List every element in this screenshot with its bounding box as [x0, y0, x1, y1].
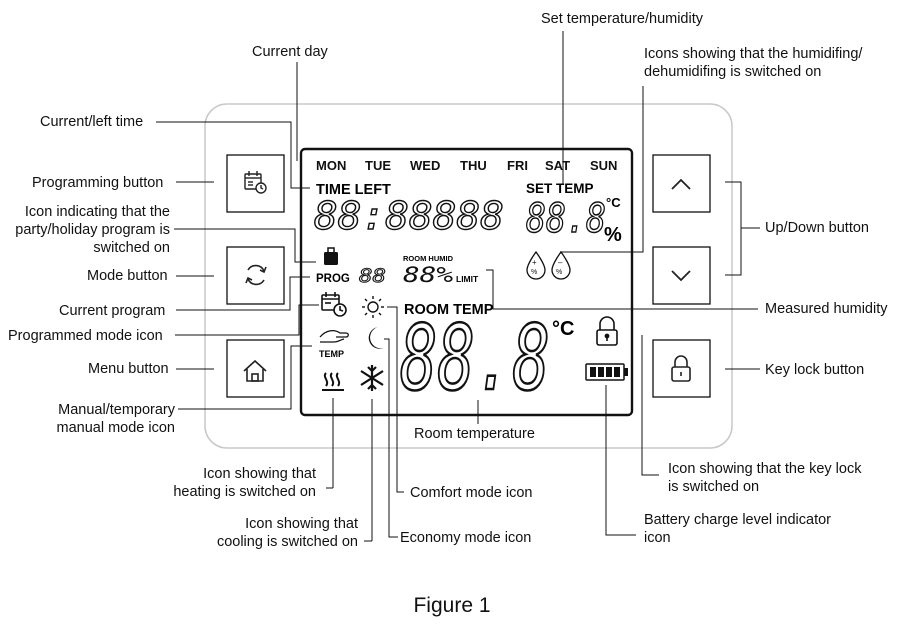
label-programmed-mode-icon: Programmed mode icon — [8, 328, 163, 344]
home-icon — [243, 359, 267, 382]
down-button[interactable] — [652, 246, 711, 305]
key-lock-indicator-icon — [596, 316, 618, 346]
limit-label: LIMIT — [456, 274, 479, 284]
label-cooling-1: Icon showing that — [245, 516, 358, 532]
label-set-temperature-humidity: Set temperature/humidity — [541, 11, 703, 27]
mode-button[interactable] — [226, 246, 285, 305]
figure-caption: Figure 1 — [413, 594, 491, 617]
svg-text:%: % — [531, 269, 537, 276]
day-row: MON TUE WED THU FRI SAT SUN — [316, 158, 617, 173]
sun-icon — [362, 296, 384, 318]
label-comfort-mode: Comfort mode icon — [410, 485, 533, 501]
humidify-drop-icon: + % — [526, 250, 546, 280]
temp-small-label: TEMP — [319, 349, 344, 359]
prog-label: PROG — [316, 273, 350, 285]
calendar-clock-icon — [321, 292, 347, 317]
padlock-icon — [671, 355, 691, 382]
label-key-lock-icon-1: Icon showing that the key lock — [668, 461, 862, 477]
label-cooling-2: cooling is switched on — [216, 534, 358, 550]
label-party-holiday-3: switched on — [93, 240, 170, 256]
set-unit-celsius: °C — [606, 195, 621, 210]
day-label: THU — [460, 158, 487, 173]
label-measured-humidity: Measured humidity — [765, 301, 888, 317]
lcd-screen — [299, 147, 634, 417]
set-unit-percent: % — [604, 224, 622, 246]
label-battery-2: icon — [644, 530, 671, 546]
humidity-digits: 88% — [403, 263, 453, 287]
up-button[interactable] — [652, 154, 711, 213]
label-current-day: Current day — [252, 44, 328, 60]
day-label: MON — [316, 158, 346, 173]
label-menu-button: Menu button — [88, 361, 169, 377]
chevron-down-icon — [671, 270, 691, 282]
label-manual-mode-1: Manual/temporary — [58, 402, 175, 418]
svg-text:%: % — [556, 269, 562, 276]
label-battery-1: Battery charge level indicator — [644, 512, 831, 528]
day-label: WED — [410, 158, 440, 173]
programming-button[interactable] — [226, 154, 285, 213]
label-party-holiday-1: Icon indicating that the — [24, 204, 170, 220]
label-heating-2: heating is switched on — [173, 484, 316, 500]
set-value-digits: 88.8 — [526, 196, 606, 242]
label-mode-button: Mode button — [87, 268, 168, 284]
battery-icon — [585, 363, 628, 381]
dehumidify-drop-icon: – % — [551, 250, 571, 280]
set-temp-label: SET TEMP — [526, 181, 594, 196]
label-key-lock-icon-2: is switched on — [668, 479, 760, 495]
menu-button[interactable] — [226, 339, 285, 398]
day-label: TUE — [365, 158, 391, 173]
callout-lines — [156, 31, 760, 542]
label-party-holiday-2: party/holiday program is — [15, 222, 170, 238]
cycle-arrows-icon — [245, 264, 267, 286]
room-temp-digits: 88.8 — [400, 306, 550, 411]
label-manual-mode-2: manual mode icon — [56, 420, 176, 436]
snowflake-icon — [360, 365, 384, 391]
label-key-lock-button: Key lock button — [765, 362, 865, 378]
suitcase-icon — [324, 247, 338, 265]
room-humid-label: ROOM HUMID — [403, 254, 454, 263]
key-lock-button[interactable] — [652, 339, 711, 398]
label-up-down-button: Up/Down button — [765, 220, 869, 236]
program-digits: 88 — [359, 265, 386, 287]
room-temp-label: ROOM TEMP — [404, 302, 494, 318]
label-programming-button: Programming button — [32, 175, 164, 191]
day-label: SUN — [590, 158, 617, 173]
label-heating-1: Icon showing that — [203, 466, 316, 482]
label-current-left-time: Current/left time — [40, 114, 144, 130]
time-left-label: TIME LEFT — [316, 182, 391, 198]
label-current-program: Current program — [59, 303, 166, 319]
day-label: SAT — [545, 158, 570, 173]
label-humidifying-icons-1: Icons showing that the humidifing/ — [644, 46, 863, 62]
hand-icon — [319, 330, 349, 343]
label-economy-mode: Economy mode icon — [400, 530, 532, 546]
label-humidifying-icons-2: dehumidifing is switched on — [644, 64, 822, 80]
calendar-clock-icon — [244, 171, 267, 194]
heating-icon — [322, 372, 344, 391]
day-label: FRI — [507, 158, 528, 173]
label-room-temperature: Room temperature — [414, 426, 535, 442]
room-temp-unit: °C — [552, 318, 574, 340]
chevron-up-icon — [671, 178, 691, 190]
svg-text:–: – — [558, 258, 563, 267]
svg-text:+: + — [532, 258, 537, 267]
time-digits: 88:88888 — [314, 194, 504, 238]
